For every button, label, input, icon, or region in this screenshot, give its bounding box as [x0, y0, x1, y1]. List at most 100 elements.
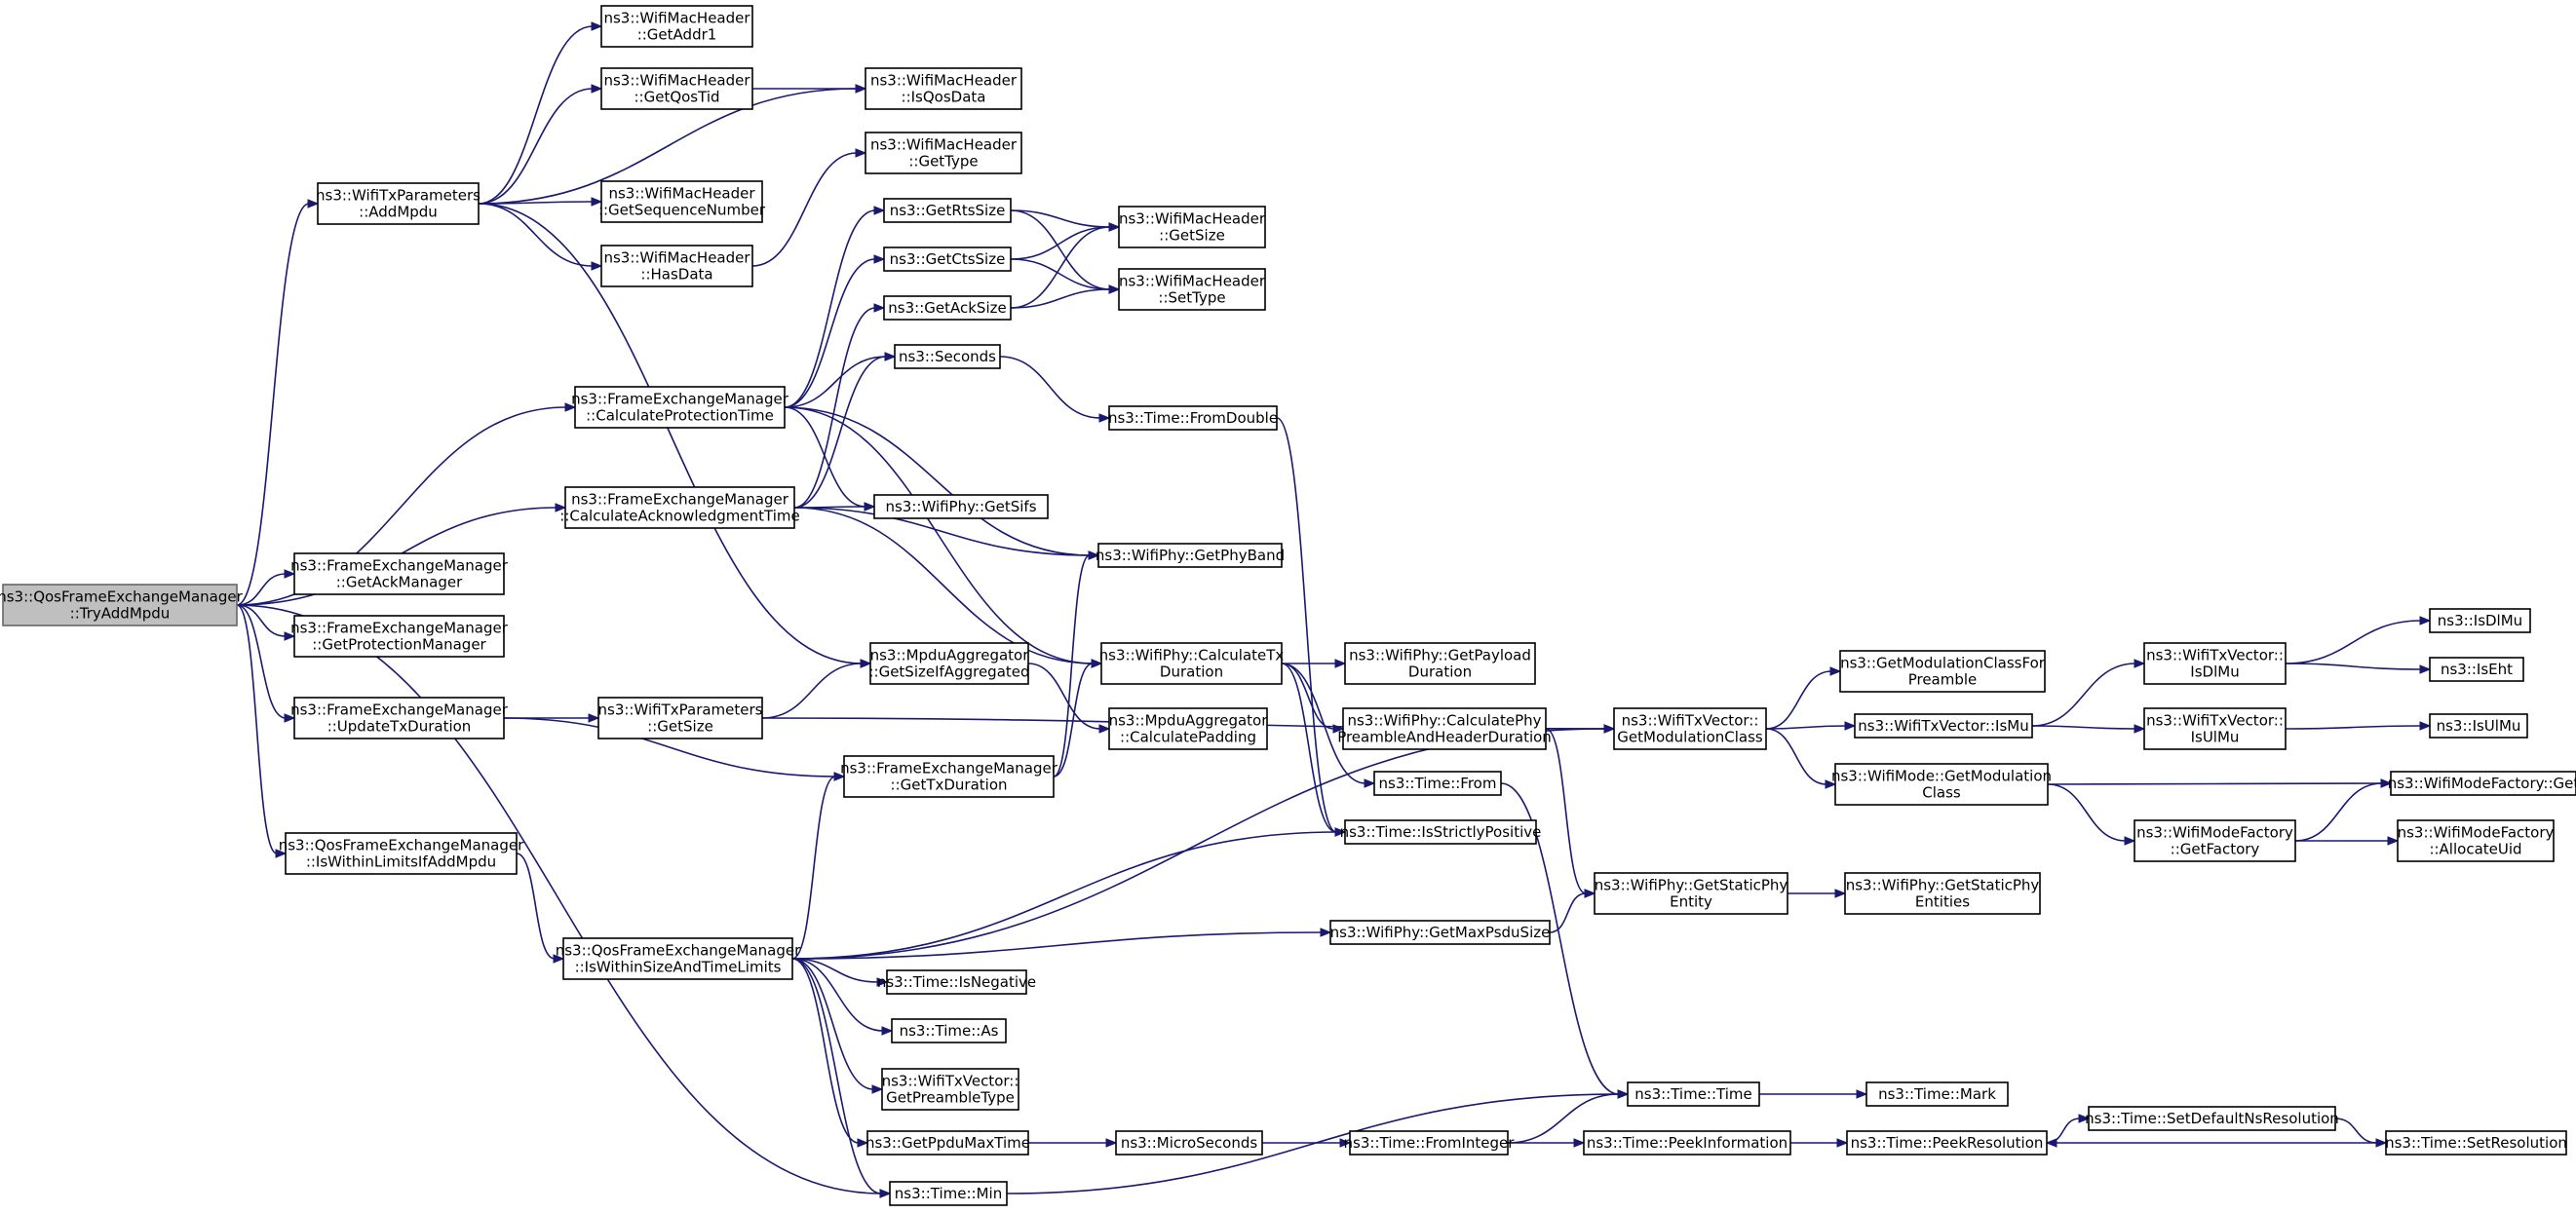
node-box[interactable] — [1344, 819, 1537, 845]
node-addMpdu[interactable]: ns3::WifiTxParameters::AddMpdu — [316, 182, 481, 225]
node-box[interactable] — [883, 246, 1012, 272]
node-box[interactable] — [894, 344, 1001, 369]
node-macGetSize[interactable]: ns3::WifiMacHeader::GetSize — [1118, 206, 1266, 248]
node-box[interactable] — [1854, 713, 2033, 739]
node-getQosTid[interactable]: ns3::WifiMacHeader::GetQosTid — [600, 67, 753, 110]
node-box[interactable] — [1118, 206, 1266, 248]
node-box[interactable] — [1834, 763, 2049, 806]
node-box[interactable] — [2390, 771, 2576, 796]
node-isNegative[interactable]: ns3::Time::IsNegative — [877, 969, 1036, 995]
node-peekInfo[interactable]: ns3::Time::PeekInformation — [1583, 1130, 1791, 1156]
node-isMu[interactable]: ns3::WifiTxVector::IsMu — [1854, 713, 2033, 739]
node-box[interactable] — [562, 937, 793, 980]
node-getFactory[interactable]: ns3::WifiModeFactory::GetFactory — [2134, 819, 2296, 862]
node-isWithinSize[interactable]: ns3::QosFrameExchangeManager::IsWithinSi… — [556, 937, 801, 980]
node-timeFrom[interactable]: ns3::Time::From — [1373, 771, 1502, 796]
node-box[interactable] — [883, 295, 1012, 321]
node-factoryGet[interactable]: ns3::WifiModeFactory::Get — [2388, 771, 2576, 796]
node-modeGetModClass[interactable]: ns3::WifiMode::GetModulationClass — [1831, 763, 2052, 806]
node-getMaxPsdu[interactable]: ns3::WifiPhy::GetMaxPsduSize — [1329, 920, 1551, 945]
node-box[interactable] — [600, 180, 763, 223]
node-box[interactable] — [2134, 819, 2296, 862]
node-box[interactable] — [1342, 707, 1547, 750]
node-isStrictlyPos[interactable]: ns3::Time::IsStrictlyPositive — [1340, 819, 1542, 845]
node-box[interactable] — [2429, 608, 2531, 633]
node-box[interactable] — [1344, 642, 1536, 685]
node-macSetType[interactable]: ns3::WifiMacHeader::SetType — [1118, 268, 1266, 311]
node-setDefaultNsRes[interactable]: ns3::Time::SetDefaultNsResolution — [2085, 1106, 2339, 1131]
node-fromInteger[interactable]: ns3::Time::FromInteger — [1344, 1130, 1516, 1156]
node-box[interactable] — [866, 1130, 1029, 1156]
node-calcPadding[interactable]: ns3::MpduAggregator::CalculatePadding — [1108, 707, 1269, 750]
node-box[interactable] — [1349, 1130, 1509, 1156]
node-box[interactable] — [883, 198, 1012, 223]
node-box[interactable] — [1594, 872, 1788, 915]
node-box[interactable] — [1373, 771, 1502, 796]
node-timeAs[interactable]: ns3::Time::As — [891, 1018, 1007, 1043]
node-box[interactable] — [2385, 1130, 2567, 1156]
node-box[interactable] — [1115, 1130, 1263, 1156]
node-box[interactable] — [1844, 872, 2041, 915]
node-allocateUid[interactable]: ns3::WifiModeFactory::AllocateUid — [2397, 819, 2555, 862]
node-box[interactable] — [600, 245, 753, 287]
node-box[interactable] — [873, 494, 1049, 519]
node-box[interactable] — [1100, 642, 1283, 685]
node-tryAddMpdu[interactable]: ns3::QosFrameExchangeManager::TryAddMpdu — [0, 584, 244, 626]
node-txvIsUlMu[interactable]: ns3::WifiTxVector::IsUlMu — [2143, 707, 2287, 750]
node-isQosData[interactable]: ns3::WifiMacHeader::IsQosData — [865, 67, 1022, 110]
node-getSeqNum[interactable]: ns3::WifiMacHeader::GetSequenceNumber — [598, 180, 766, 223]
node-isUlMu[interactable]: ns3::IsUlMu — [2429, 713, 2528, 739]
node-box[interactable] — [2397, 819, 2555, 862]
node-getRtsSize[interactable]: ns3::GetRtsSize — [883, 198, 1012, 223]
node-getSifs[interactable]: ns3::WifiPhy::GetSifs — [873, 494, 1049, 519]
node-microSeconds[interactable]: ns3::MicroSeconds — [1115, 1130, 1263, 1156]
node-box[interactable] — [293, 615, 505, 658]
node-box[interactable] — [317, 182, 480, 225]
node-getCtsSize[interactable]: ns3::GetCtsSize — [883, 246, 1012, 272]
node-getSizeIfAgg[interactable]: ns3::MpduAggregator::GetSizeIfAggregated — [868, 642, 1030, 685]
node-timeMin[interactable]: ns3::Time::Min — [889, 1181, 1008, 1206]
node-fromDouble[interactable]: ns3::Time::FromDouble — [1108, 405, 1278, 431]
node-box[interactable] — [285, 832, 518, 875]
node-box[interactable] — [1846, 1130, 2048, 1156]
node-box[interactable] — [2429, 657, 2524, 682]
node-txpGetSize[interactable]: ns3::WifiTxParameters::GetSize — [597, 697, 763, 739]
node-getType[interactable]: ns3::WifiMacHeader::GetType — [865, 132, 1022, 174]
node-box[interactable] — [843, 755, 1055, 798]
node-isWithinLimits[interactable]: ns3::QosFrameExchangeManager::IsWithinLi… — [279, 832, 524, 875]
node-timeMark[interactable]: ns3::Time::Mark — [1865, 1081, 2009, 1107]
node-getAddr1[interactable]: ns3::WifiMacHeader::GetAddr1 — [600, 5, 753, 48]
node-timeTime[interactable]: ns3::Time::Time — [1627, 1081, 1760, 1107]
node-box[interactable] — [293, 697, 505, 739]
node-box[interactable] — [889, 1181, 1008, 1206]
node-box[interactable] — [564, 486, 795, 529]
node-box[interactable] — [1108, 405, 1278, 431]
node-calcAck[interactable]: ns3::FrameExchangeManager::CalculateAckn… — [559, 486, 800, 529]
node-box[interactable] — [2143, 707, 2287, 750]
node-getPhyBand[interactable]: ns3::WifiPhy::GetPhyBand — [1096, 543, 1285, 568]
node-box[interactable] — [2088, 1106, 2336, 1131]
node-box[interactable] — [1108, 707, 1268, 750]
node-getAckSize[interactable]: ns3::GetAckSize — [883, 295, 1012, 321]
node-box[interactable] — [891, 1018, 1007, 1043]
node-peekRes[interactable]: ns3::Time::PeekResolution — [1846, 1130, 2048, 1156]
node-getPpduMax[interactable]: ns3::GetPpduMaxTime — [865, 1130, 1030, 1156]
node-box[interactable] — [2143, 642, 2287, 685]
node-box[interactable] — [2, 584, 238, 626]
node-getProtMgr[interactable]: ns3::FrameExchangeManager::GetProtection… — [290, 615, 509, 658]
node-getAckMgr[interactable]: ns3::FrameExchangeManager::GetAckManager — [290, 552, 509, 595]
node-box[interactable] — [2429, 713, 2528, 739]
node-box[interactable] — [1627, 1081, 1760, 1107]
node-getModClass[interactable]: ns3::WifiTxVector::GetModulationClass — [1613, 707, 1767, 750]
node-box[interactable] — [293, 552, 505, 595]
node-isDlMu[interactable]: ns3::IsDlMu — [2429, 608, 2531, 633]
node-box[interactable] — [865, 67, 1022, 110]
node-box[interactable] — [1839, 650, 2046, 693]
node-box[interactable] — [869, 642, 1029, 685]
node-getTxDur[interactable]: ns3::FrameExchangeManager::GetTxDuration — [840, 755, 1058, 798]
node-box[interactable] — [1118, 268, 1266, 311]
